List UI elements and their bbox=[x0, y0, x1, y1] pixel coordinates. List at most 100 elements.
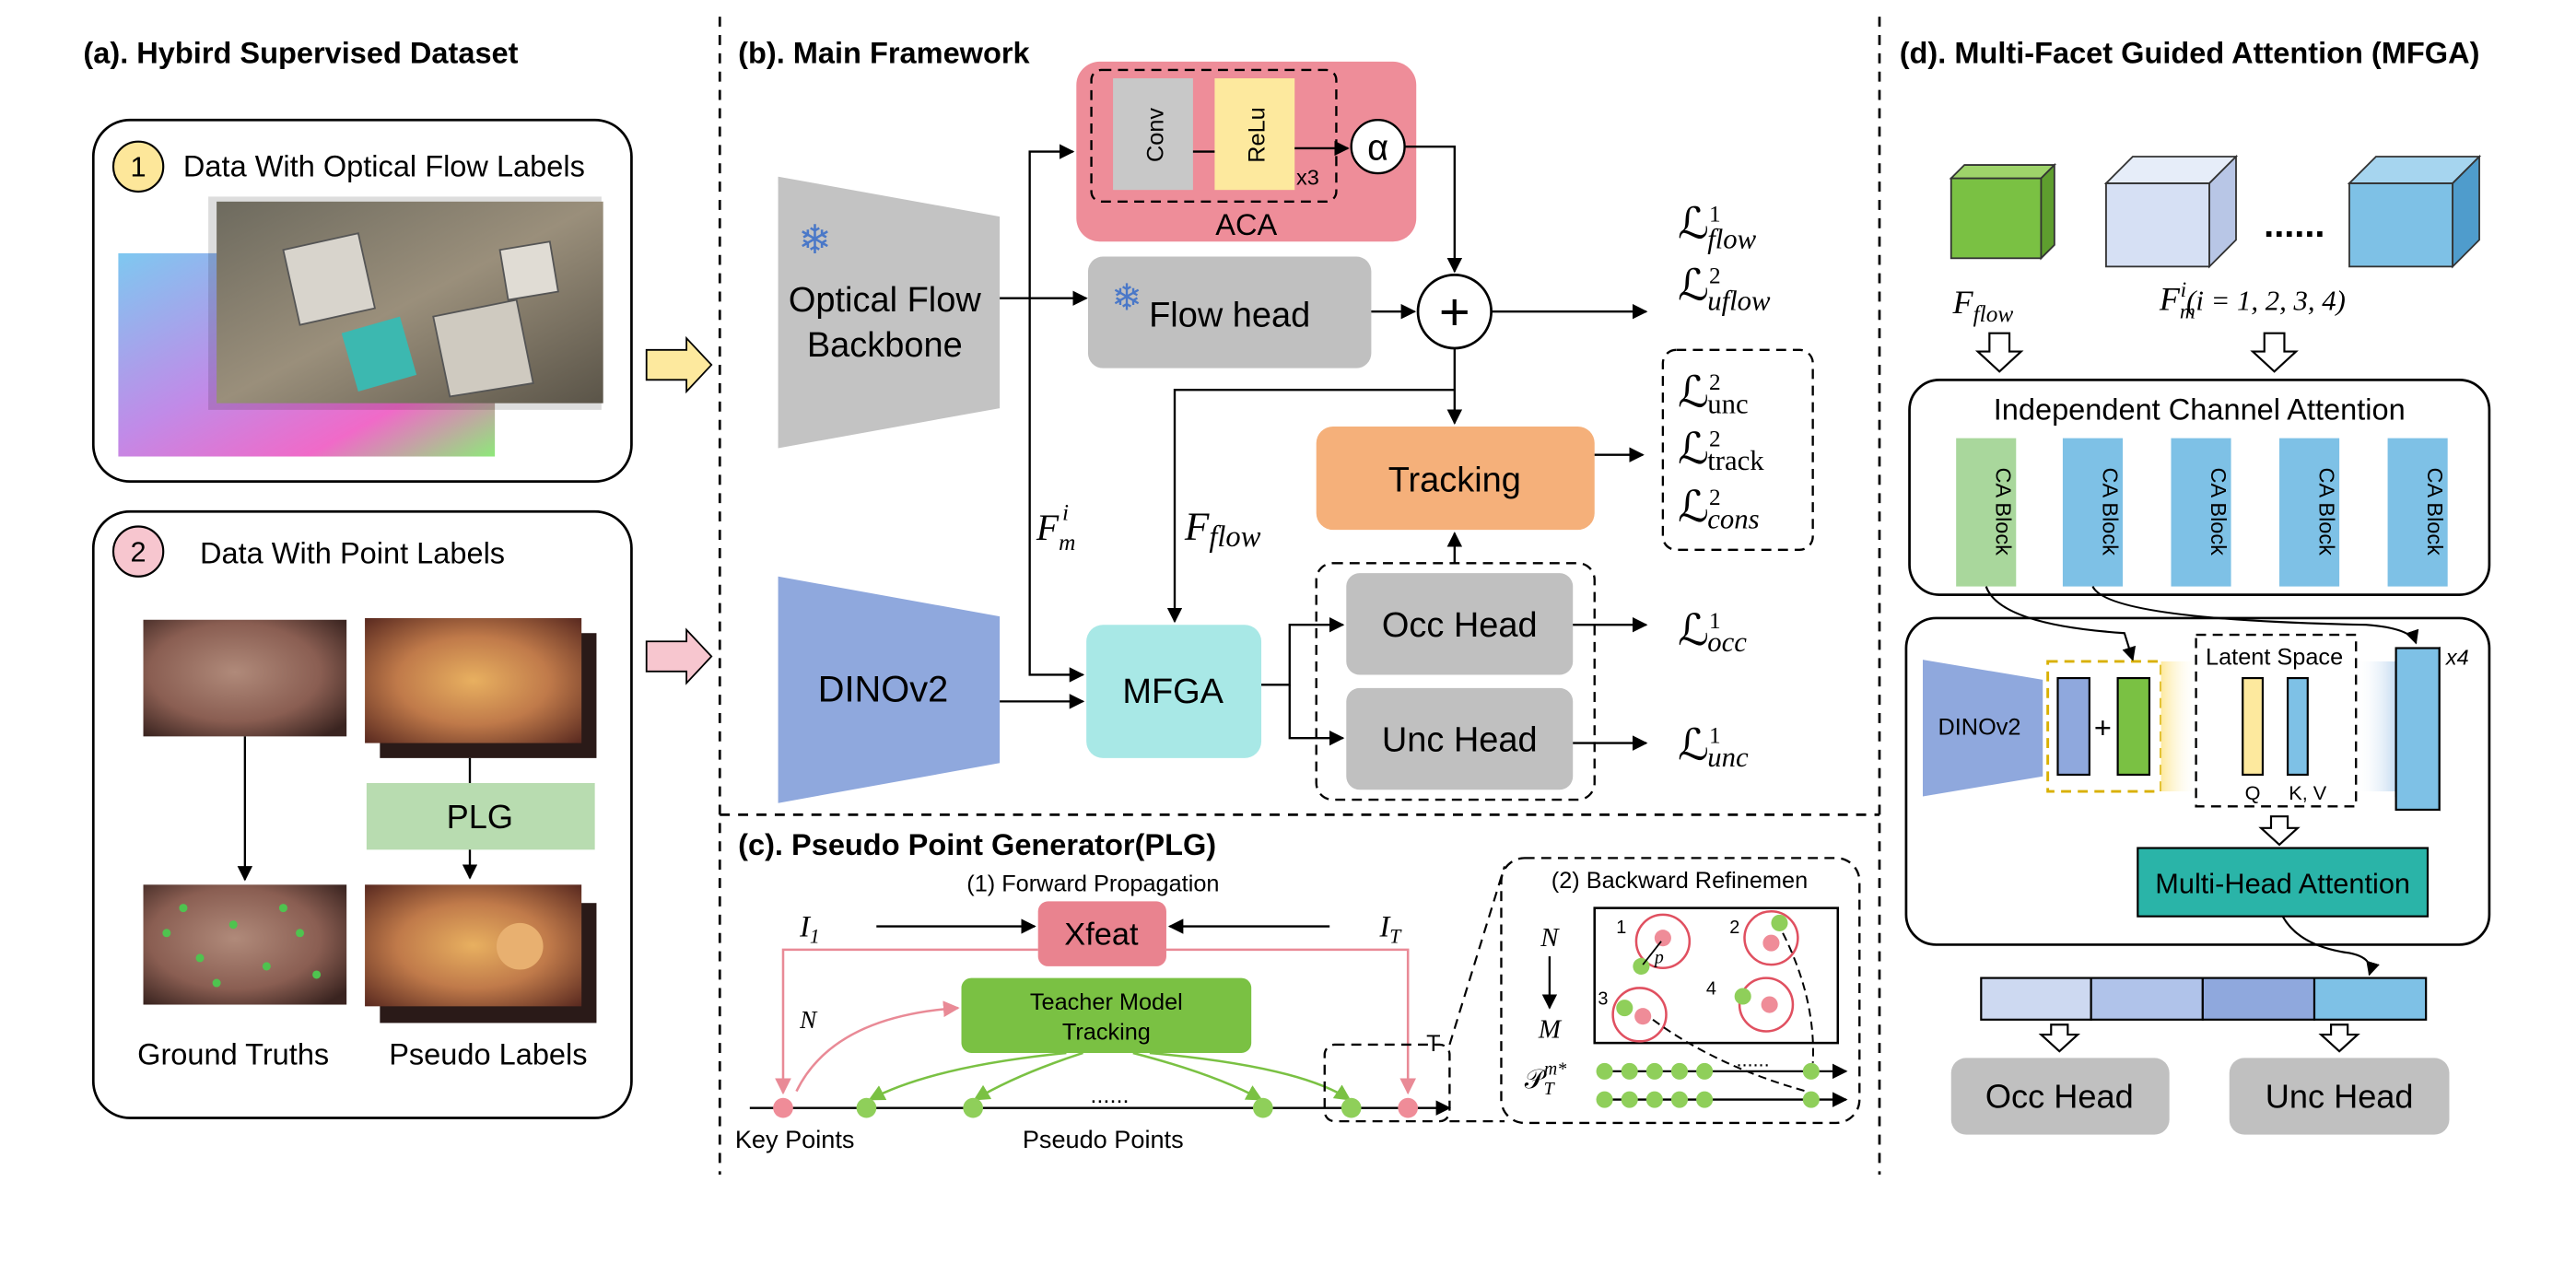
hollow-arrow-latent bbox=[2258, 815, 2301, 847]
fm-sub: m bbox=[1059, 530, 1075, 556]
panel-d-title: (d). Multi-Facet Guided Attention (MFGA) bbox=[1900, 37, 2480, 70]
q-label: Q bbox=[2245, 781, 2261, 804]
loss-unc1-sup: 1 bbox=[1709, 723, 1721, 749]
d-unc-head-text: Unc Head bbox=[2266, 1078, 2414, 1116]
loss-occ1-sup: 1 bbox=[1709, 608, 1721, 634]
dataset-box-1 bbox=[91, 118, 633, 484]
scene-cube-1 bbox=[282, 232, 376, 326]
teacher-box bbox=[961, 977, 1252, 1053]
panel-b: (b). Main Framework Conv ReLu x3 α ACA ❄… bbox=[738, 37, 1814, 803]
hollow-arrow-occ bbox=[2038, 1024, 2081, 1053]
refine-circle-3 bbox=[1611, 987, 1668, 1043]
pseudo-point-4 bbox=[1341, 1097, 1362, 1118]
aca-label: ACA bbox=[1215, 208, 1277, 241]
loss-occ1-sub: occ bbox=[1707, 626, 1747, 658]
pt-symbol: 𝒫 bbox=[1525, 1065, 1547, 1094]
ca-block-3-text: CA Block bbox=[2207, 468, 2231, 556]
panel-a: (a). Hybird Supervised Dataset 1 Data Wi… bbox=[83, 37, 713, 1119]
optical-flow-backbone bbox=[778, 176, 1001, 449]
pl-source-image bbox=[365, 617, 582, 743]
refine-frame bbox=[1593, 907, 1840, 1045]
latent-fade bbox=[2356, 661, 2400, 792]
dataset-box-2 bbox=[91, 509, 633, 1119]
latent-label: Latent Space bbox=[2206, 645, 2343, 671]
sum-plus: + bbox=[1439, 283, 1470, 342]
track-points bbox=[1596, 1062, 1820, 1108]
snowflake-icon: ❄ bbox=[798, 218, 831, 263]
pt-label: 𝒫Tm* bbox=[1525, 1059, 1566, 1099]
zoom-line-top bbox=[1448, 866, 1506, 1046]
hollow-arrow-unc bbox=[2318, 1024, 2360, 1053]
fusion-green bbox=[2116, 676, 2151, 777]
unc-head-box bbox=[1346, 687, 1574, 790]
loss-flow-sub: flow bbox=[1707, 223, 1756, 254]
plg-text: PLG bbox=[447, 798, 513, 836]
attention-box bbox=[1904, 616, 2491, 946]
dinov2-text: DINOv2 bbox=[818, 669, 948, 709]
refine-pink-2 bbox=[1762, 934, 1780, 952]
d-fm-range: (i = 1, 2, 3, 4) bbox=[2186, 285, 2346, 316]
fm-label: Fmi bbox=[1036, 499, 1076, 556]
gt-points bbox=[162, 904, 322, 988]
scene-cube-2 bbox=[432, 298, 534, 398]
num-2: 2 bbox=[1729, 918, 1739, 938]
refine-green-4 bbox=[1734, 988, 1751, 1005]
tracking-box bbox=[1316, 426, 1595, 531]
num-4: 4 bbox=[1706, 979, 1716, 1000]
fflow-sub: flow bbox=[1209, 521, 1260, 554]
kv-bar bbox=[2286, 676, 2309, 777]
zoom-box bbox=[1323, 1043, 1451, 1123]
num-3: 3 bbox=[1598, 989, 1608, 1010]
badge-1 bbox=[111, 140, 165, 193]
loss-unc2-sup: 2 bbox=[1709, 369, 1721, 395]
x4-block bbox=[2395, 647, 2441, 812]
scene-object bbox=[341, 316, 417, 392]
arrow-flow-mfga bbox=[1166, 389, 1455, 624]
track-ellipsis: ...... bbox=[1736, 1047, 1769, 1070]
arrow-backbone-mfga bbox=[1028, 298, 1085, 683]
occ-head-box bbox=[1346, 573, 1574, 675]
cube-dots: ...... bbox=[2264, 205, 2324, 245]
aca-repeat: x3 bbox=[1296, 166, 1319, 190]
ca-blocks: CA Block CA Block CA Block CA Block CA B… bbox=[1956, 438, 2448, 587]
mha-text: Multi-Head Attention bbox=[2155, 867, 2410, 899]
fflow-cube bbox=[1949, 162, 2057, 261]
fflow-label: Fflow bbox=[1184, 505, 1261, 554]
loss-track2-sub: track bbox=[1707, 445, 1764, 476]
ca-block-5-text: CA Block bbox=[2423, 468, 2447, 556]
loss-cons2-sup: 2 bbox=[1709, 485, 1721, 510]
d-fm-sub: m bbox=[2180, 299, 2195, 323]
mfga-box bbox=[1086, 625, 1262, 758]
occ-head-text: Occ Head bbox=[1382, 606, 1538, 645]
pseudo-labels-label: Pseudo Labels bbox=[389, 1038, 587, 1071]
loss-uflow-sup: 2 bbox=[1709, 263, 1721, 288]
i1-sub: 1 bbox=[810, 926, 820, 948]
d-fm-symbol: F bbox=[2159, 280, 2181, 317]
n-label: N bbox=[799, 1006, 818, 1034]
fm-sup: i bbox=[1062, 499, 1069, 525]
panel-c-title: (c). Pseudo Point Generator(PLG) bbox=[738, 828, 1216, 861]
refine-pink-1 bbox=[1654, 930, 1671, 947]
ca-block-2-text: CA Block bbox=[2098, 468, 2122, 556]
fusion-dashed-box bbox=[2046, 660, 2163, 793]
flow-head-snowflake-icon: ❄ bbox=[1111, 277, 1142, 318]
ica-box bbox=[1908, 378, 2491, 596]
mha-box bbox=[2137, 847, 2430, 918]
loss-unc1-sub: unc bbox=[1707, 742, 1749, 773]
ca-block-4-text: CA Block bbox=[2314, 468, 2338, 556]
output-bar bbox=[1980, 977, 2428, 1021]
refine-circle-1 bbox=[1634, 913, 1692, 970]
scene-cube-3 bbox=[498, 240, 559, 301]
d-dinov2-block bbox=[1923, 660, 2043, 797]
it-sub: T bbox=[1389, 926, 1402, 948]
panel-a-title: (a). Hybird Supervised Dataset bbox=[83, 37, 518, 70]
refine-green-2 bbox=[1771, 914, 1788, 931]
fm-cube-1 bbox=[2103, 154, 2239, 269]
loss-uflow-sub: uflow bbox=[1707, 285, 1771, 316]
refine-green-3 bbox=[1616, 1000, 1633, 1017]
ca-block-3 bbox=[2171, 438, 2231, 587]
